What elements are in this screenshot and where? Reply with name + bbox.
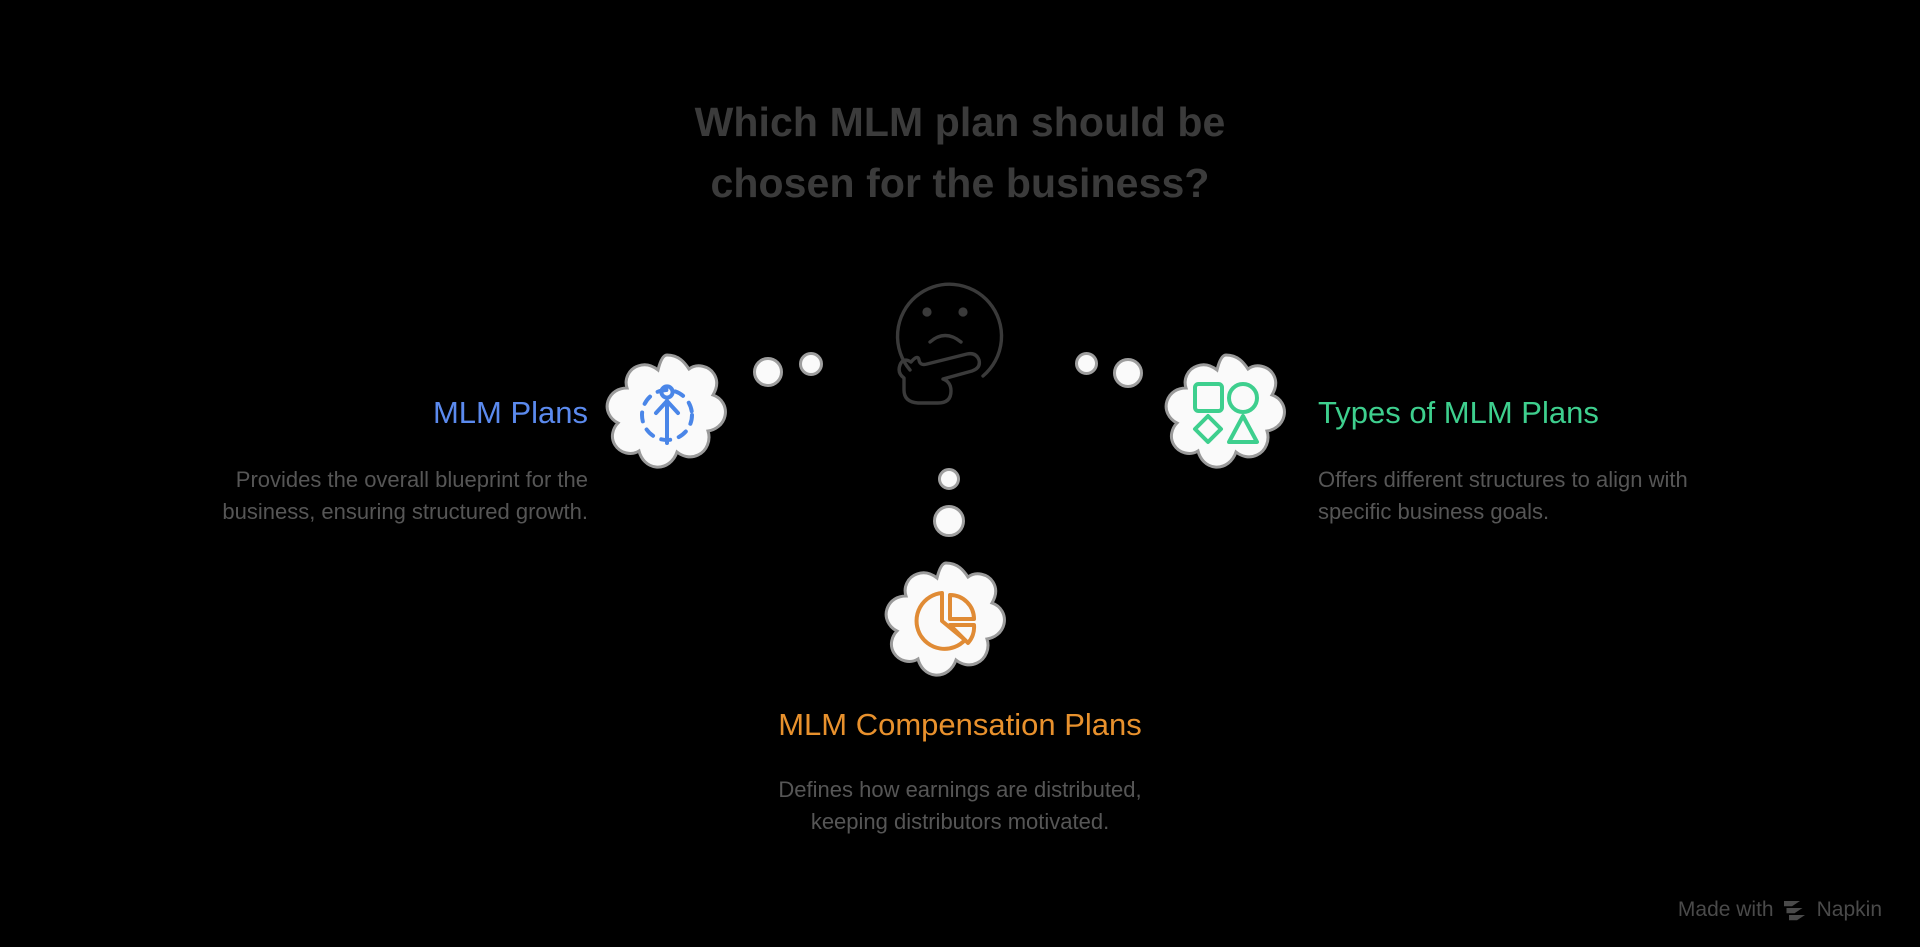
thought-dot-right-1 xyxy=(1075,352,1098,375)
thinking-face-emoji xyxy=(875,258,1015,408)
napkin-logo-icon xyxy=(1783,899,1808,921)
napkin-watermark[interactable]: Made with Napkin xyxy=(1678,898,1882,922)
node-label-mlm-plans[interactable]: MLM Plans xyxy=(432,395,588,430)
thought-dot-bottom-2 xyxy=(933,505,965,537)
thought-dot-left-2 xyxy=(799,352,823,376)
watermark-made-with-label: Made with xyxy=(1677,898,1774,921)
thought-dot-bottom-1 xyxy=(938,468,960,490)
node-description-types-of-mlm-plans: Offers different structures to align wit… xyxy=(1318,467,1688,524)
node-label-types-of-mlm-plans[interactable]: Types of MLM Plans xyxy=(1318,395,1599,430)
cloud-shape xyxy=(884,561,1006,677)
node-description-mlm-plans: Provides the overall blueprint for the b… xyxy=(222,467,588,524)
node-label-mlm-compensation-plans[interactable]: MLM Compensation Plans xyxy=(778,707,1142,742)
person-growth-arrow-icon xyxy=(629,375,705,451)
node-icon-cloud-mlm-compensation-plans[interactable] xyxy=(880,555,1012,687)
pie-chart-icon xyxy=(908,583,984,659)
node-description-mlm-compensation-plans: Defines how earnings are distributed, ke… xyxy=(778,777,1142,834)
thought-dot-left-1 xyxy=(753,357,783,387)
page-title: Which MLM plan should be chosen for the … xyxy=(694,99,1226,206)
shapes-grid-icon xyxy=(1188,375,1264,451)
thought-dot-right-2 xyxy=(1113,358,1143,388)
node-icon-cloud-mlm-plans[interactable] xyxy=(601,347,733,479)
watermark-brand-label: Napkin xyxy=(1816,898,1882,921)
node-icon-cloud-types-of-mlm-plans[interactable] xyxy=(1160,347,1292,479)
